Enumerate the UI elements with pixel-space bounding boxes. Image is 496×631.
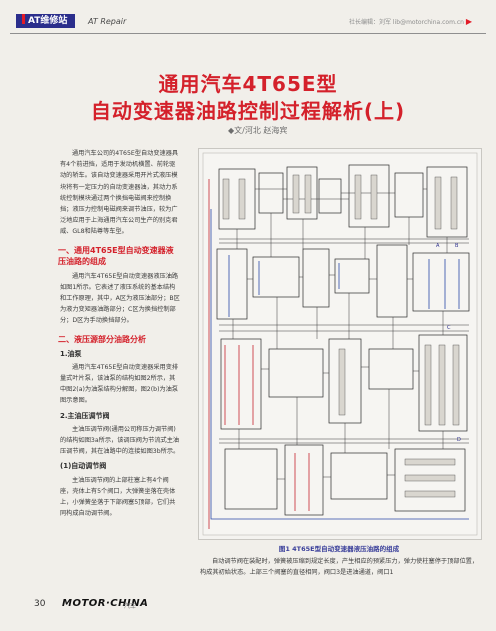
editor-info: 社长编辑：刘军 lib@motorchina.com.cn ▶: [349, 17, 472, 26]
arrow-right-icon: ▶: [465, 17, 472, 26]
magazine-logo: MOTOR·CHINA: [62, 598, 149, 609]
svg-text:D: D: [457, 437, 461, 443]
svg-text:C: C: [447, 325, 451, 331]
auto-valve-paragraph: 主油压调节阀的上部柱塞上有4个阀座，壳体上有5个阀口，大弹簧坐落在壳体上，小弹簧…: [60, 476, 176, 518]
intro-paragraph: 通用汽车公司的4T65E型自动变速器具有4个前进挡，适用于发动机横置、前轮驱动的…: [60, 150, 179, 236]
byline: ◆文/河北 赵海宾: [228, 126, 288, 135]
article-title-line1: 通用汽车4T65E型: [158, 72, 338, 96]
svg-text:A: A: [436, 243, 440, 249]
tag-bar-icon: [22, 14, 25, 24]
article-title-line2: 自动变速器油路控制过程解析(上): [90, 99, 406, 123]
section1-paragraph: 通用汽车4T65E型自动变速器液压油路如图1所示。它表述了液压系统的基本结构和工…: [60, 272, 180, 325]
hydraulic-diagram: A B C D: [198, 148, 482, 540]
right-paragraph: 自动调节阀在装配时，弹簧被压缩到规定长度，产生相应的预紧压力，弹力使柱塞停于顶部…: [200, 558, 479, 576]
hydraulic-circuit-drawing: A B C D: [202, 152, 478, 536]
subheading-auto-valve: (1)自动调节阀: [60, 462, 107, 471]
pump-paragraph: 通用汽车4T65E型自动变速器采用变排量式叶片泵，该油泵的结构如图2所示，其中图…: [60, 363, 179, 405]
svg-text:B: B: [455, 243, 459, 249]
regulator-paragraph: 主油压调节阀(通用公司称压力调节阀)的结构如图3a所示，该调压阀为节流式主油压调…: [60, 425, 180, 456]
right-column-text: 自动调节阀在装配时，弹簧被压缩到规定长度，产生相应的预紧压力，弹力使柱塞停于顶部…: [200, 556, 482, 578]
section-english: AT Repair: [88, 17, 127, 26]
magazine-logo-sub: ·汽车: [122, 603, 136, 610]
page-number: 30: [34, 599, 46, 609]
page-header: AT维修站 AT Repair 社长编辑：刘军 lib@motorchina.c…: [10, 11, 486, 34]
section-tag-label: AT维修站: [28, 16, 68, 26]
subheading-regulator: 2.主油压调节阀: [60, 411, 110, 420]
editor-info-text: 社长编辑：刘军 lib@motorchina.com.cn: [349, 19, 464, 26]
left-column: 通用汽车公司的4T65E型自动变速器具有4个前进挡，适用于发动机横置、前轮驱动的…: [58, 148, 180, 519]
figure-caption: 图1 4T65E型自动变速器液压油路的组成: [278, 545, 400, 553]
section1-heading: 一、通用4T65E型自动变速器液压油路的组成: [58, 245, 174, 266]
subheading-pump: 1.油泵: [60, 349, 82, 358]
section-tag: AT维修站: [16, 14, 76, 28]
section2-heading: 二、液压源部分油路分析: [58, 334, 146, 344]
